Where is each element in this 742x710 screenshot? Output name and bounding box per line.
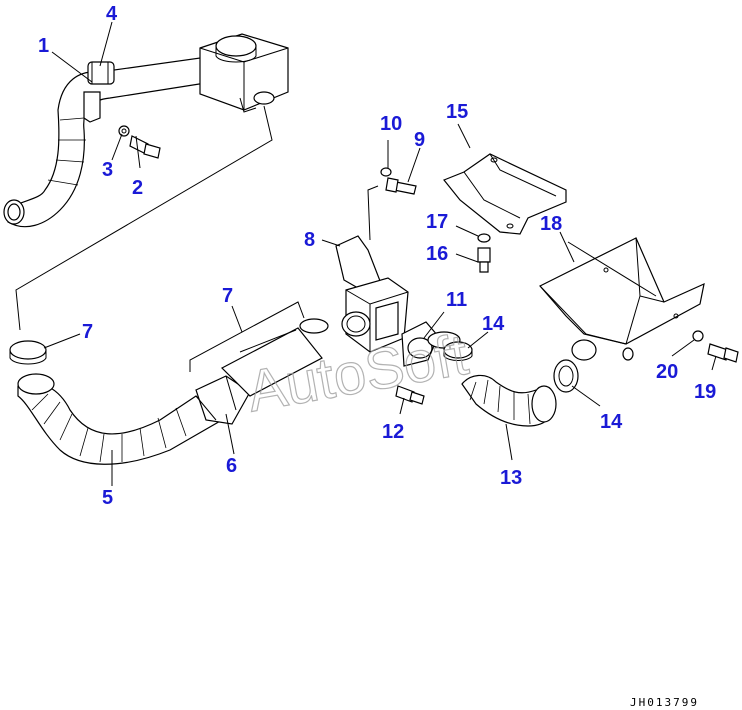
callout-19: 19: [694, 381, 716, 403]
hose-13: [461, 374, 557, 427]
callout-10: 10: [380, 113, 402, 135]
callout-7-right: 7: [222, 285, 233, 307]
callout-18: 18: [540, 213, 562, 235]
center-housing: [335, 185, 409, 353]
callout-11: 11: [446, 289, 467, 311]
callout-15: 15: [446, 101, 468, 123]
callout-7-left: 7: [82, 321, 93, 343]
callout-3: 3: [102, 159, 113, 181]
callout-17: 17: [426, 211, 448, 233]
bolt-9: [380, 167, 417, 195]
callout-2: 2: [132, 177, 143, 199]
clamp-7-left: [9, 340, 47, 365]
clamp-7-right: [299, 318, 329, 334]
callout-6: 6: [226, 455, 237, 477]
callout-13: 13: [500, 467, 522, 489]
callout-20: 20: [656, 361, 678, 383]
bolt-2: [118, 125, 161, 159]
callout-4: 4: [106, 3, 118, 25]
clamp-14-center: [443, 341, 473, 361]
bolt-19: [692, 330, 739, 363]
bracket-15: [443, 153, 567, 235]
callout-8: 8: [304, 229, 315, 251]
clamp-14-right: [553, 359, 579, 393]
upper-box-unit: [199, 33, 289, 113]
callout-14-right: 14: [600, 411, 623, 433]
lower-duct: [17, 327, 323, 465]
callout-5: 5: [102, 487, 113, 509]
callout-14-center: 14: [482, 313, 505, 335]
tray-18: [539, 237, 705, 361]
callout-1: 1: [38, 35, 49, 57]
bolt-12: [395, 385, 425, 405]
callout-9: 9: [414, 129, 425, 151]
callout-16: 16: [426, 243, 448, 265]
drawing-code: JH013799: [630, 696, 699, 709]
bolt-16: [477, 233, 491, 273]
callouts: 1 2 3 4 5 6 7 7 8 9 10 11 12 13 14 14 15: [38, 3, 717, 509]
callout-12: 12: [382, 421, 404, 443]
